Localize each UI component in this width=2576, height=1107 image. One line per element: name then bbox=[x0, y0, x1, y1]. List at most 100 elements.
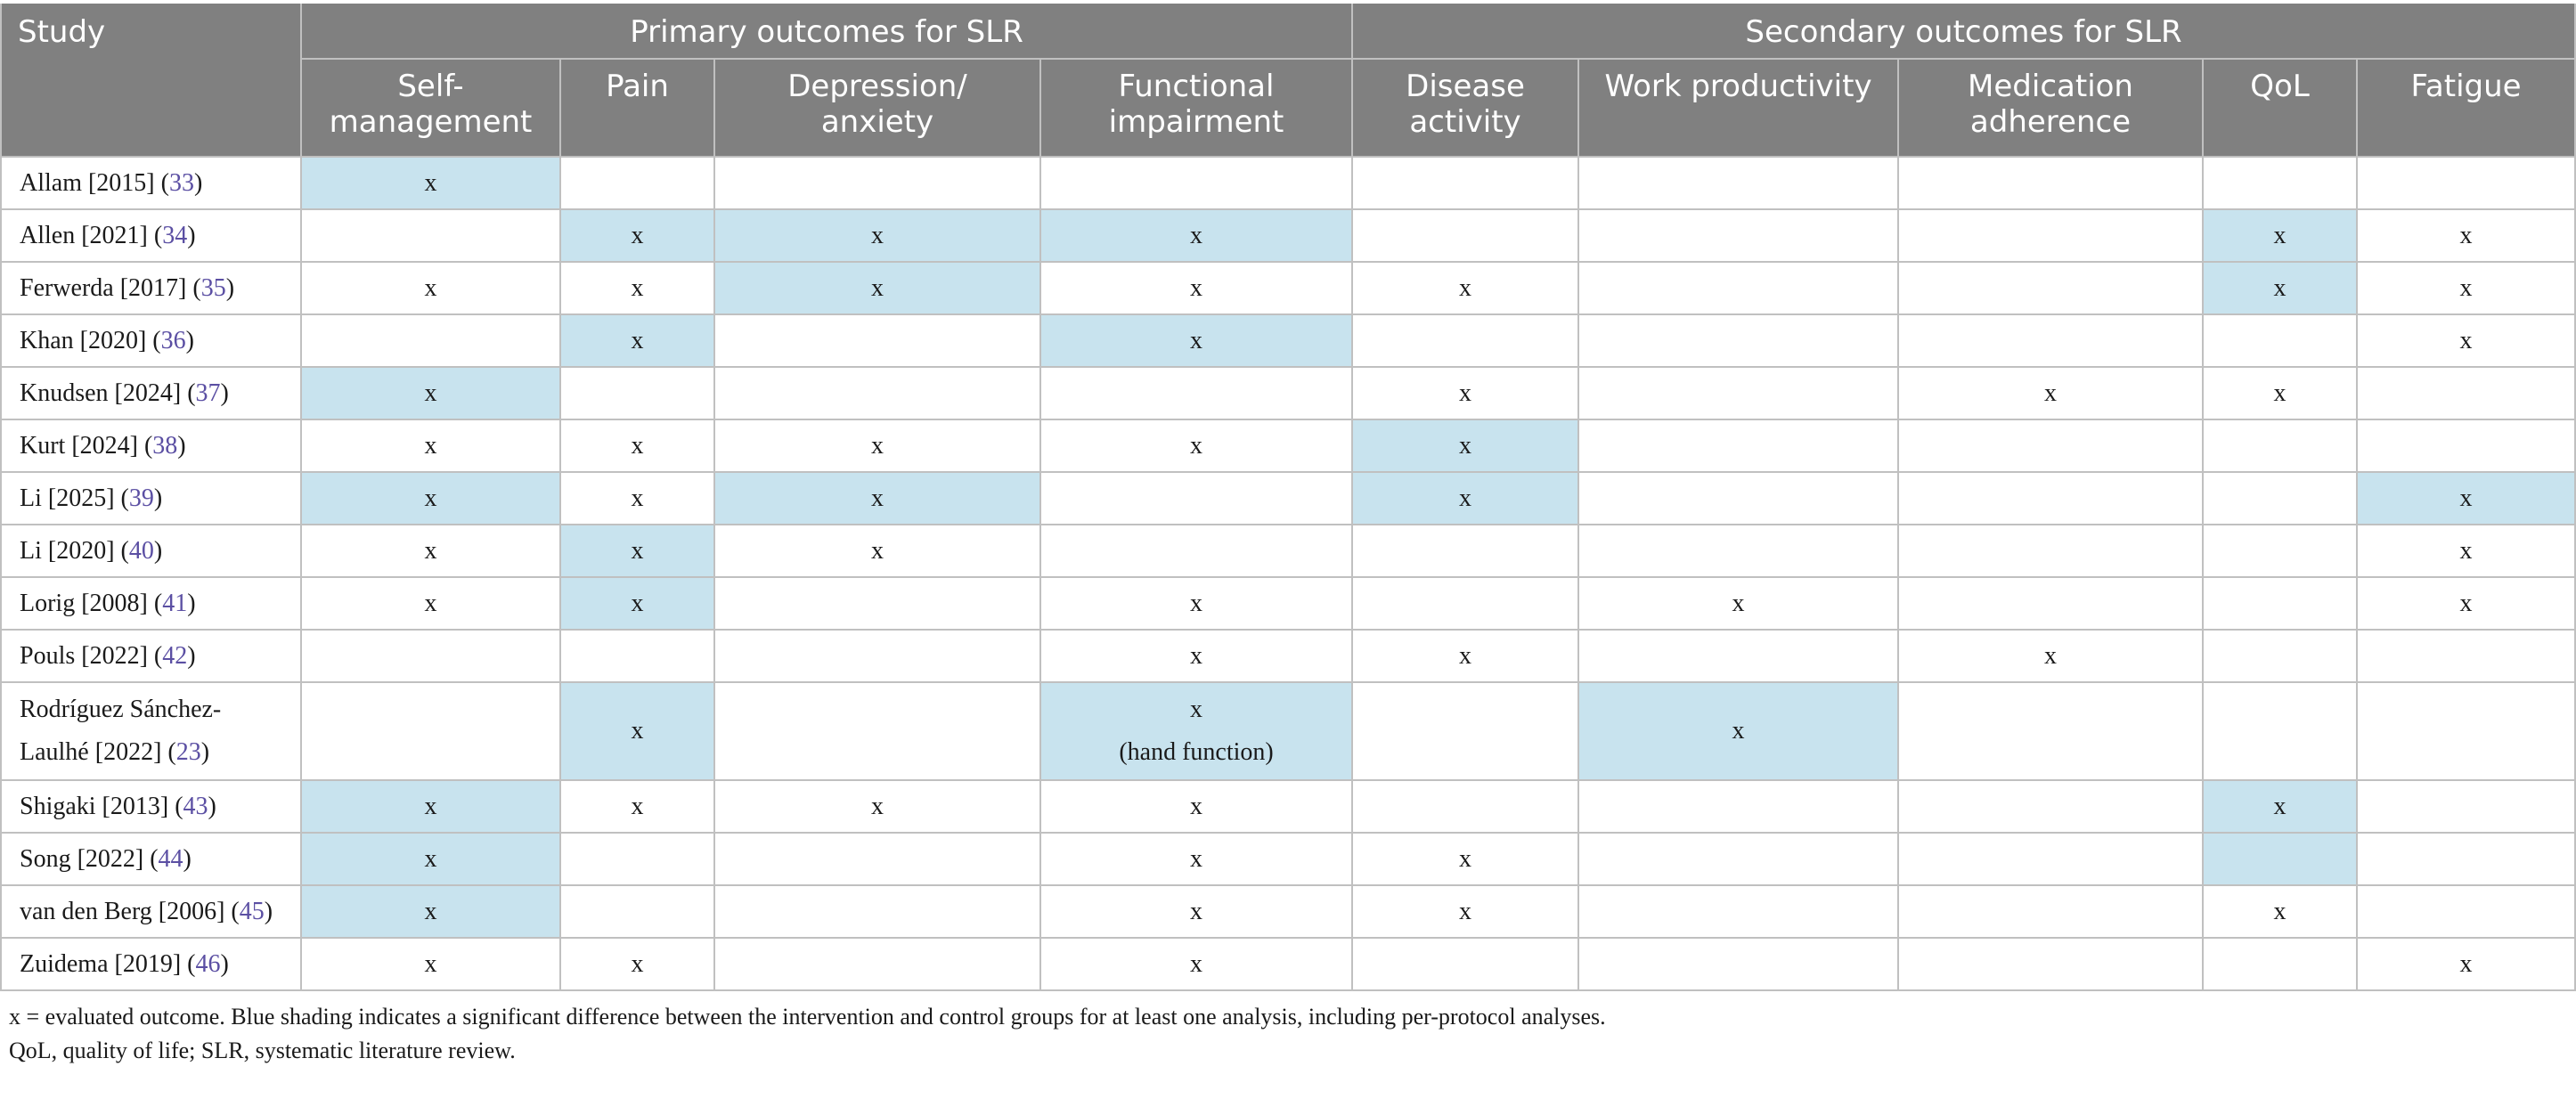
outcome-cell-disease-activity: x bbox=[1351, 832, 1580, 886]
study-name-close: ) bbox=[264, 897, 273, 925]
outcome-mark: x bbox=[1190, 641, 1202, 670]
outcome-cell-disease-activity bbox=[1351, 779, 1580, 834]
outcome-cell-fatigue bbox=[2356, 779, 2576, 834]
outcome-cell-pain bbox=[559, 832, 715, 886]
outcome-cell-medication-adherence bbox=[1897, 208, 2205, 263]
outcome-cell-medication-adherence bbox=[1897, 471, 2205, 525]
study-name: Pouls [2022] ( bbox=[20, 641, 163, 670]
table-header: Study Primary outcomes for SLR Secondary… bbox=[0, 4, 2576, 158]
header-col-line1: Pain bbox=[606, 69, 669, 104]
outcome-cell-self-management: x bbox=[300, 261, 561, 315]
outcome-cell-self-management: x bbox=[300, 156, 561, 210]
outcome-cell-work-productivity bbox=[1577, 937, 1900, 991]
outcome-mark: x bbox=[631, 221, 644, 249]
citation-link[interactable]: 39 bbox=[128, 484, 154, 512]
outcome-mark: x bbox=[871, 792, 884, 820]
citation-link[interactable]: 45 bbox=[239, 897, 265, 925]
outcome-cell-work-productivity bbox=[1577, 366, 1900, 420]
citation-link[interactable]: 33 bbox=[168, 168, 194, 197]
header-col-line2: anxiety bbox=[820, 104, 934, 140]
study-name: Zuidema [2019] ( bbox=[20, 949, 196, 978]
outcome-cell-pain bbox=[559, 366, 715, 420]
outcome-cell-medication-adherence bbox=[1897, 261, 2205, 315]
header-col-line1: QoL bbox=[2250, 69, 2310, 104]
outcome-cell-medication-adherence: x bbox=[1897, 629, 2205, 683]
citation-link[interactable]: 35 bbox=[200, 273, 226, 302]
study-name: Allen [2021] ( bbox=[20, 221, 163, 249]
study-name-line1: Rodríguez Sánchez- bbox=[20, 696, 222, 723]
header-group-secondary: Secondary outcomes for SLR bbox=[1351, 4, 2576, 60]
outcome-cell-fatigue: x bbox=[2356, 313, 2576, 368]
outcome-cell-fatigue: x bbox=[2356, 937, 2576, 991]
citation-link[interactable]: 37 bbox=[195, 378, 221, 407]
outcome-cell-medication-adherence bbox=[1897, 832, 2205, 886]
outcome-mark: x bbox=[424, 792, 437, 820]
outcome-mark: x bbox=[1459, 431, 1472, 460]
study-name-close: ) bbox=[220, 378, 229, 407]
outcome-mark: x bbox=[424, 897, 437, 925]
citation-link[interactable]: 46 bbox=[195, 949, 221, 978]
outcome-cell-pain bbox=[559, 156, 715, 210]
study-cell: Lorig [2008] (41) bbox=[0, 576, 302, 631]
outcome-cell-pain: x bbox=[559, 313, 715, 368]
outcome-mark: x bbox=[1459, 844, 1472, 873]
outcome-cell-depression-anxiety bbox=[713, 832, 1041, 886]
citation-link[interactable]: 38 bbox=[152, 431, 178, 460]
outcome-cell-disease-activity bbox=[1351, 681, 1580, 781]
outcome-cell-disease-activity bbox=[1351, 208, 1580, 263]
outcome-cell-qol: x bbox=[2202, 779, 2359, 834]
outcome-cell-depression-anxiety bbox=[713, 884, 1041, 939]
header-col-line1: Depression/ bbox=[787, 69, 967, 104]
outcome-cell-self-management bbox=[300, 313, 561, 368]
outcome-mark: x bbox=[631, 484, 644, 512]
study-name: Li [2025] ( bbox=[20, 484, 129, 512]
outcome-cell-self-management: x bbox=[300, 832, 561, 886]
citation-link[interactable]: 44 bbox=[158, 844, 183, 873]
study-name-close: ) bbox=[185, 326, 194, 354]
outcome-mark: x bbox=[1190, 221, 1202, 249]
outcome-cell-self-management: x bbox=[300, 471, 561, 525]
citation-link[interactable]: 23 bbox=[175, 738, 201, 766]
footnote-legend: x = evaluated outcome. Blue shading indi… bbox=[9, 1004, 1606, 1030]
outcome-cell-depression-anxiety bbox=[713, 629, 1041, 683]
header-col-work-productivity: Work productivity bbox=[1577, 59, 1900, 158]
outcome-mark: x bbox=[2273, 897, 2287, 925]
study-name-close: ) bbox=[220, 949, 229, 978]
outcome-mark: x bbox=[1190, 589, 1202, 617]
outcome-cell-work-productivity bbox=[1577, 524, 1900, 578]
outcome-cell-depression-anxiety: x bbox=[713, 261, 1041, 315]
study-name-close: ) bbox=[183, 844, 192, 873]
outcome-cell-self-management: x bbox=[300, 366, 561, 420]
header-study: Study bbox=[0, 4, 302, 158]
citation-link[interactable]: 36 bbox=[160, 326, 186, 354]
outcome-cell-self-management: x bbox=[300, 524, 561, 578]
citation-link[interactable]: 34 bbox=[162, 221, 188, 249]
outcome-cell-functional-impairment bbox=[1039, 156, 1354, 210]
citation-link[interactable]: 43 bbox=[183, 792, 208, 820]
study-name: Kurt [2024] ( bbox=[20, 431, 153, 460]
header-col-line1: Medication bbox=[1968, 69, 2133, 104]
study-name: Knudsen [2024] ( bbox=[20, 378, 196, 407]
outcomes-table: Study Primary outcomes for SLR Secondary… bbox=[0, 4, 2576, 991]
outcome-cell-disease-activity bbox=[1351, 576, 1580, 631]
outcome-cell-functional-impairment: x bbox=[1039, 313, 1354, 368]
header-col-line2: impairment bbox=[1108, 104, 1284, 140]
study-cell: Kurt [2024] (38) bbox=[0, 419, 302, 473]
outcome-cell-self-management: x bbox=[300, 419, 561, 473]
outcome-mark: x bbox=[1732, 589, 1745, 617]
outcome-cell-qol bbox=[2202, 524, 2359, 578]
header-col-line2: adherence bbox=[1969, 104, 2132, 140]
study-name-close: ) bbox=[193, 168, 203, 197]
outcome-cell-functional-impairment: x bbox=[1039, 937, 1354, 991]
citation-link[interactable]: 41 bbox=[162, 589, 188, 617]
outcome-cell-self-management: x bbox=[300, 576, 561, 631]
citation-link[interactable]: 40 bbox=[128, 536, 154, 565]
outcome-mark: x bbox=[631, 949, 644, 978]
outcome-mark: x bbox=[1459, 484, 1472, 512]
study-cell: van den Berg [2006] (45) bbox=[0, 884, 302, 939]
outcome-cell-qol bbox=[2202, 419, 2359, 473]
citation-link[interactable]: 42 bbox=[162, 641, 188, 670]
outcome-cell-functional-impairment: x bbox=[1039, 884, 1354, 939]
